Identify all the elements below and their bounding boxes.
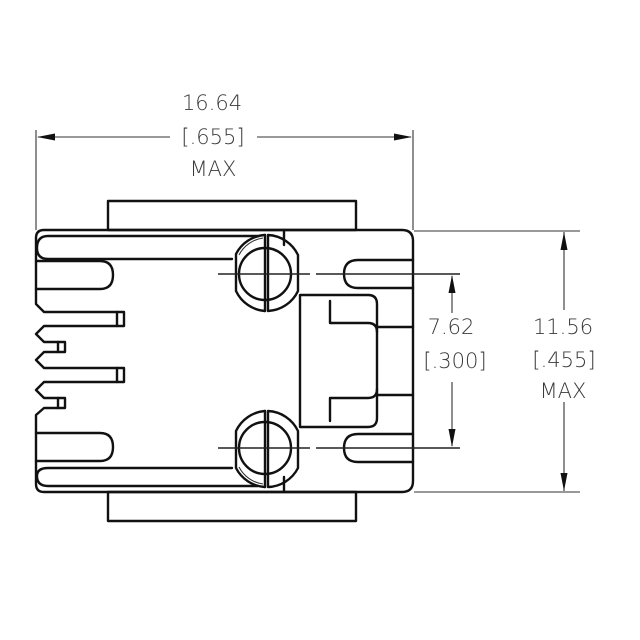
pitch-mm-label: 7.62 [428,315,475,339]
height-inch-label: [.455] [532,348,595,372]
pitch-inch-label: [.300] [423,349,486,373]
arrow-up-icon [448,275,456,293]
width-dimension: 16.64 [.655] MAX [35,91,414,230]
width-max-label: MAX [190,157,237,181]
top-screw [218,233,460,313]
connector-body [34,228,415,494]
height-mm-label: 11.56 [533,315,593,339]
height-max-label: MAX [540,379,587,403]
width-inch-label: [.655] [181,125,244,149]
bottom-screw [218,409,460,489]
width-mm-label: 16.64 [182,91,242,115]
top-flange [106,199,358,232]
arrow-down-icon [448,429,456,447]
pitch-dimension: 7.62 [.300] [423,275,487,447]
height-dimension: 11.56 [.455] MAX [414,230,596,493]
arrow-down-icon [560,473,568,491]
arrow-left-icon [37,133,55,141]
arrow-up-icon [560,232,568,250]
bottom-flange [106,490,358,523]
arrow-right-icon [394,133,412,141]
